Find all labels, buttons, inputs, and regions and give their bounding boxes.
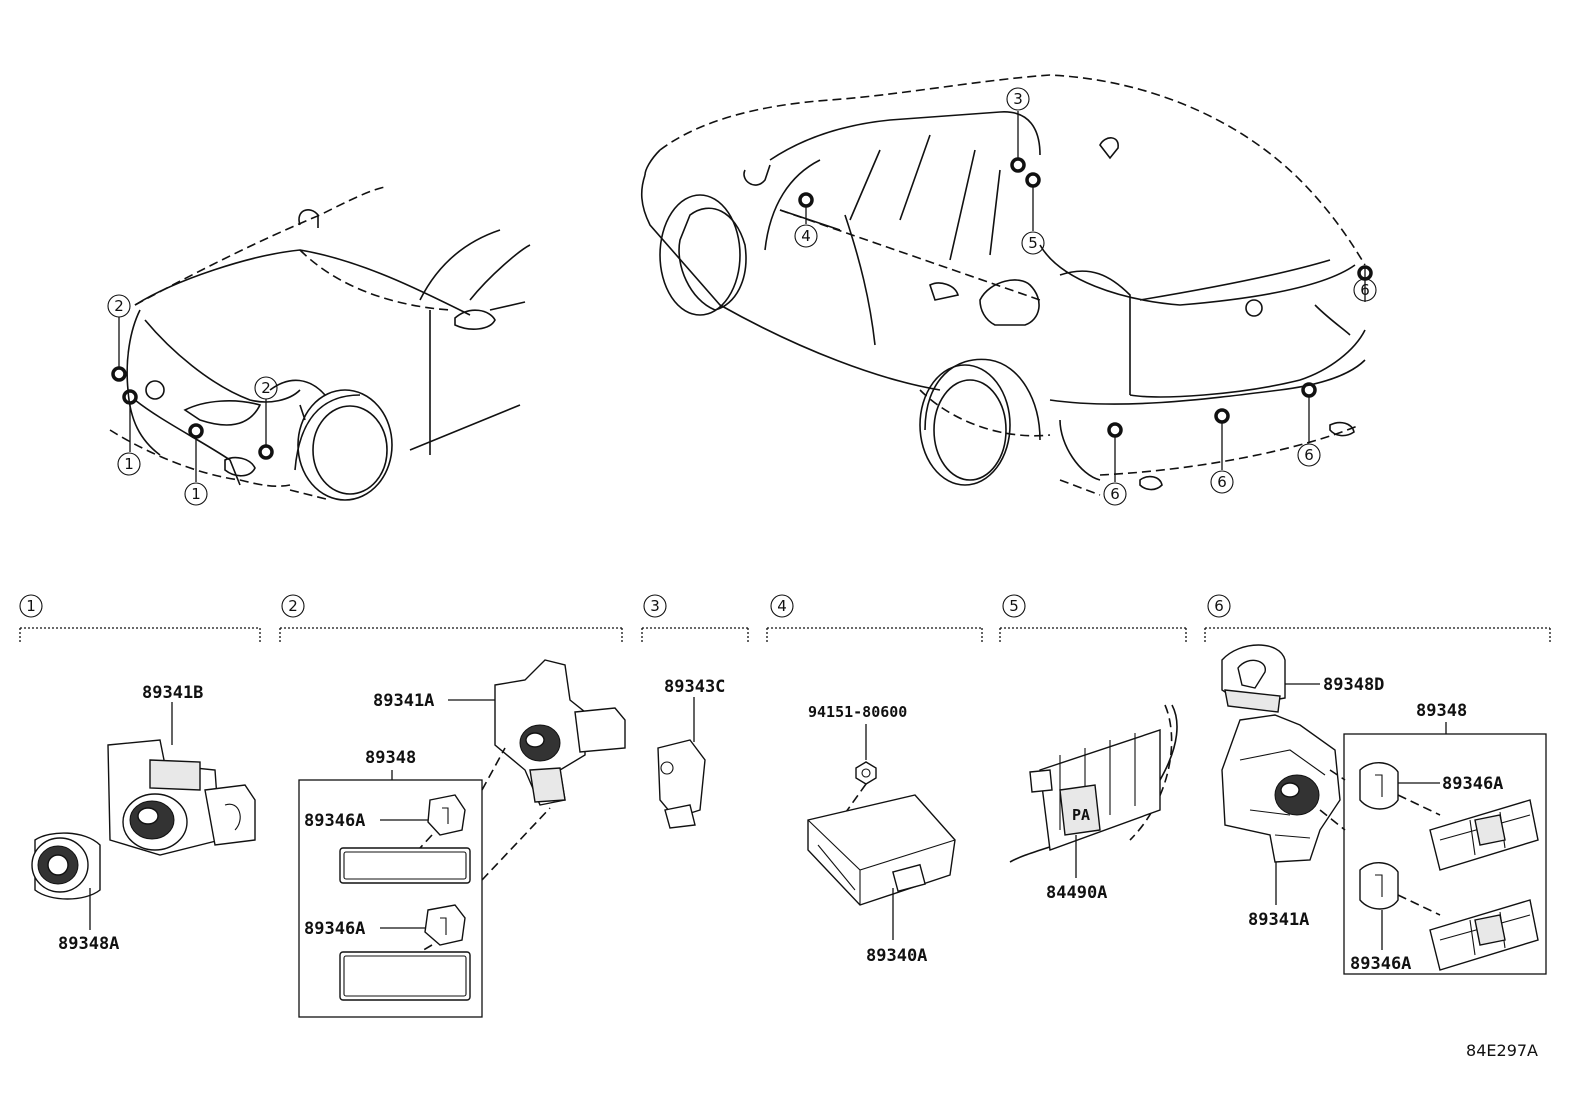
callout-2-front-b: 2 [254, 376, 278, 400]
cushion-89346A-group6-a [1359, 762, 1440, 810]
part-89348D-label: 89348D [1323, 675, 1384, 695]
callout-6-c: 6 [1210, 470, 1234, 494]
svg-text:6: 6 [1360, 281, 1370, 299]
part-89346A-group6-a-label: 89346A [1442, 774, 1503, 794]
svg-text:6: 6 [1214, 597, 1224, 615]
callout-2-front-a: 2 [107, 294, 131, 318]
switch-panel-84490A: PA [1009, 704, 1178, 878]
part-89346A-group6-b-label: 89346A [1350, 954, 1411, 974]
callout-5: 5 [1021, 231, 1045, 255]
callout-1-front-b: 1 [184, 482, 208, 506]
group-header-3: 3 [641, 594, 749, 642]
svg-text:1: 1 [191, 485, 201, 503]
group-header-1: 1 [19, 594, 261, 642]
nut-94151-80600 [855, 761, 877, 785]
sensor-pad-b [339, 951, 471, 1001]
svg-text:3: 3 [1013, 90, 1023, 108]
svg-text:6: 6 [1304, 446, 1314, 464]
svg-text:6: 6 [1110, 485, 1120, 503]
part-89343C-label: 89343C [664, 677, 725, 697]
svg-text:3: 3 [650, 597, 660, 615]
sensor-cover-89348D [1221, 644, 1320, 713]
part-89348-group6-label: 89348 [1416, 701, 1467, 721]
svg-text:2: 2 [288, 597, 298, 615]
rear-sensor-89341A [1221, 714, 1341, 905]
svg-text:5: 5 [1009, 597, 1019, 615]
cushion-89346A-group6-b [1359, 862, 1399, 950]
svg-text:5: 5 [1028, 234, 1038, 252]
callout-6-d: 6 [1103, 482, 1127, 506]
callout-1-front-a: 1 [117, 452, 141, 476]
sensor-location-5 [1025, 172, 1041, 188]
sensor-pad-group6-b [1429, 899, 1539, 971]
sensor-location-6d [1107, 422, 1123, 438]
callout-4: 4 [794, 224, 818, 248]
cushion-89346A-a [380, 794, 466, 836]
sensor-89343C [657, 697, 706, 829]
callout-6-a: 6 [1353, 278, 1377, 302]
front-car-illustration [109, 186, 531, 501]
group-header-6: 6 [1204, 594, 1551, 642]
svg-text:4: 4 [777, 597, 787, 615]
sensor-location-2a [111, 366, 127, 382]
diagram-reference-code: 84E297A [1466, 1041, 1538, 1060]
svg-text:1: 1 [26, 597, 36, 615]
part-89348A-label: 89348A [58, 934, 119, 954]
group2-kit-box [298, 779, 483, 1018]
sensor-location-4 [798, 192, 814, 208]
switch-pa-label: PA [1072, 806, 1090, 824]
cushion-89346A-b [380, 904, 466, 946]
part-89341B-label: 89341B [142, 683, 203, 703]
group-header-2: 2 [279, 594, 623, 642]
part-89346A-group2-b-label: 89346A [304, 919, 365, 939]
callout-6-b: 6 [1297, 443, 1321, 467]
part-89346A-group2-a-label: 89346A [304, 811, 365, 831]
rear-car-illustration [640, 74, 1373, 496]
part-89341A-group6-label: 89341A [1248, 910, 1309, 930]
front-center-sensor-89341A [448, 659, 626, 806]
ecu-89340A [807, 794, 956, 940]
sensor-location-1b [188, 423, 204, 439]
svg-text:6: 6 [1217, 473, 1227, 491]
sensor-location-2b [258, 444, 274, 460]
front-corner-sensor-89341B [107, 702, 256, 856]
sensor-retainer-89348A [31, 832, 101, 930]
svg-text:1: 1 [124, 455, 134, 473]
part-89341A-group2-label: 89341A [373, 691, 434, 711]
svg-text:4: 4 [801, 227, 811, 245]
part-94151-80600-label: 94151-80600 [808, 703, 907, 721]
group-header-4: 4 [766, 594, 983, 642]
group6-kit-box [1343, 733, 1547, 975]
callout-3: 3 [1006, 87, 1030, 111]
sensor-location-3 [1010, 157, 1026, 173]
svg-text:2: 2 [114, 297, 124, 315]
sensor-pad-a [339, 847, 471, 884]
part-89348-group2-label: 89348 [365, 748, 416, 768]
part-89340A-label: 89340A [866, 946, 927, 966]
part-84490A-label: 84490A [1046, 883, 1107, 903]
sensor-pad-group6-a [1429, 799, 1539, 871]
svg-text:2: 2 [261, 379, 271, 397]
group-header-5: 5 [999, 594, 1187, 642]
sensor-location-6c [1214, 408, 1230, 424]
